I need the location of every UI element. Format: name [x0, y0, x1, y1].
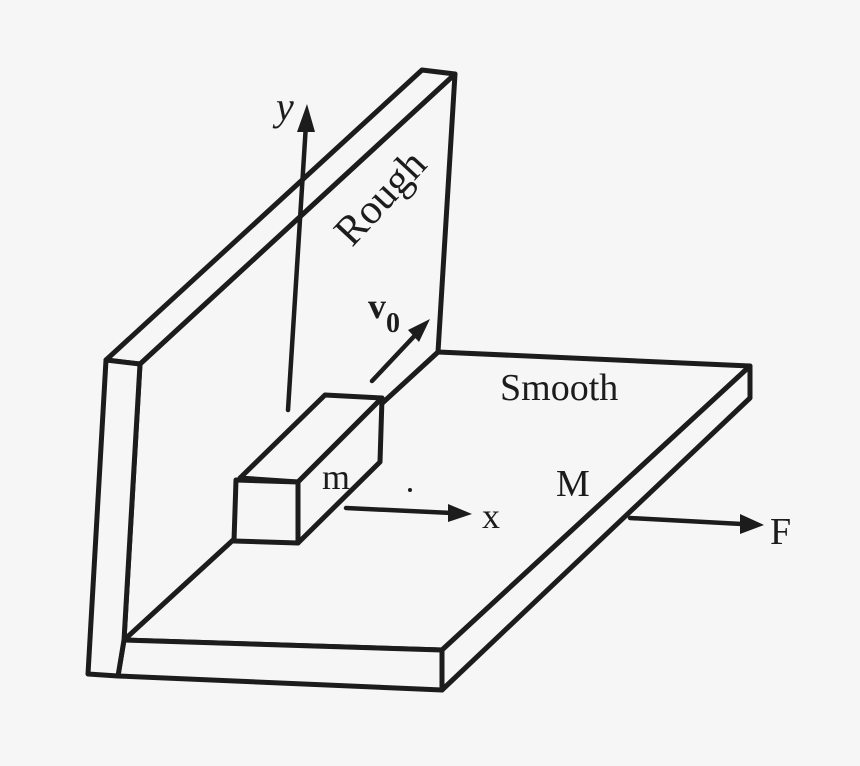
speck-dot — [408, 488, 412, 492]
plate-right-face — [439, 363, 753, 693]
velocity-arrow: v0 — [368, 286, 430, 384]
velocity-label: v0 — [368, 286, 400, 339]
x-axis: x — [343, 496, 500, 536]
plate-surface-label: Smooth — [500, 367, 618, 409]
plate-mass-label: M — [556, 463, 590, 505]
wall-front-edge — [85, 357, 143, 679]
x-axis-label: x — [482, 496, 500, 536]
block: m — [231, 392, 385, 546]
y-axis-arrowhead-icon — [297, 104, 315, 132]
force-arrow: F — [627, 511, 791, 553]
x-axis-arrowhead-icon — [448, 504, 472, 522]
velocity-arrowhead-icon — [408, 319, 430, 342]
velocity-subscript: 0 — [386, 308, 400, 339]
y-axis: y — [272, 84, 315, 413]
velocity-symbol: v — [368, 286, 386, 326]
plate — [115, 349, 753, 693]
force-label: F — [770, 511, 791, 553]
force-arrowhead-icon — [740, 514, 764, 534]
y-axis-label: y — [272, 84, 294, 129]
block-mass-label: m — [322, 457, 350, 497]
plate-front-face — [115, 637, 445, 693]
block-front-face — [231, 477, 301, 546]
